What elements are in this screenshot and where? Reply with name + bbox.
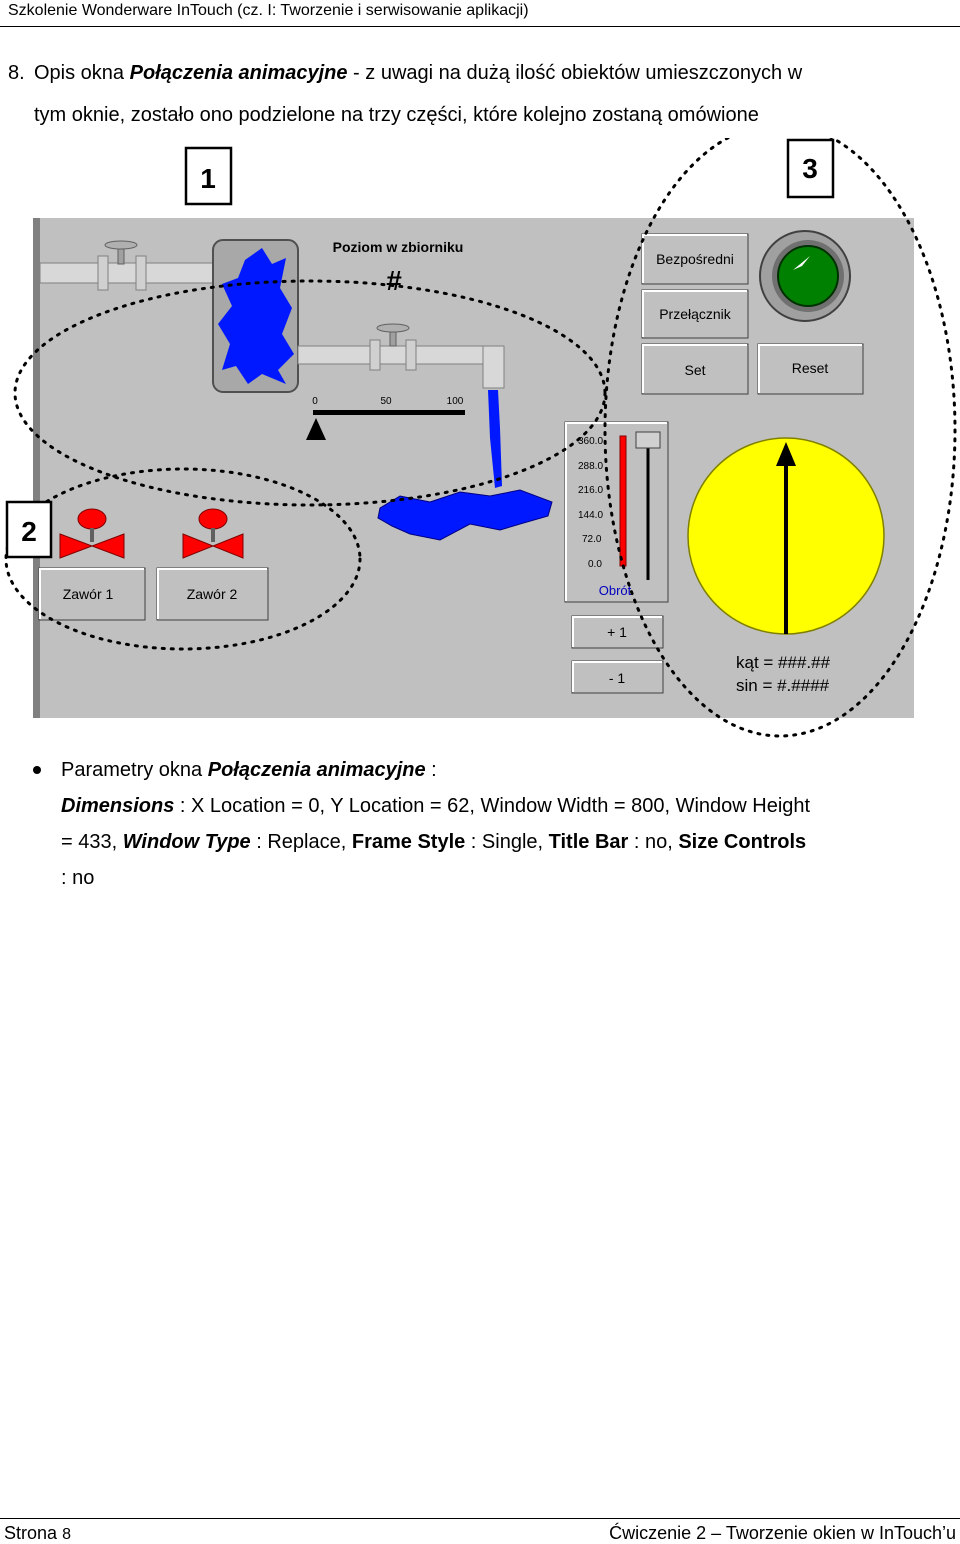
svg-text:Zawór 2: Zawór 2 [187, 586, 238, 602]
window-type-label: Window Type [122, 831, 251, 853]
slider-handle [635, 431, 661, 449]
scale-tick-50: 50 [380, 396, 392, 407]
frame-style-text: : Single, [465, 831, 549, 853]
footer-right: Ćwiczenie 2 – Tworzenie okien w InTouch’… [609, 1523, 956, 1543]
bullet-line-1: Parametry okna Połączenia animacyjne : [61, 752, 437, 788]
section-number: 8. [8, 62, 25, 84]
slider-level-bar [619, 435, 627, 567]
svg-text:3: 3 [802, 153, 818, 184]
title-bar-label: Title Bar [548, 831, 629, 853]
svg-text:Zawór 1: Zawór 1 [63, 586, 114, 602]
callout-2: 2 [5, 500, 53, 559]
outlet-pipe [297, 345, 494, 365]
title-bar-text: : no, [628, 831, 679, 853]
paragraph-line-1: Opis okna Połączenia animacyjne - z uwag… [34, 52, 802, 94]
level-pointer-icon [306, 418, 326, 440]
scale-tick-0: 0 [312, 396, 318, 407]
slider-tick: 360.0 [578, 436, 603, 447]
reset-button[interactable]: Reset [757, 343, 864, 395]
angle-dial [687, 437, 885, 635]
bullet-colon: : [425, 759, 437, 781]
footer-page-label: Strona [4, 1523, 58, 1543]
footer-left: Strona 8 [4, 1523, 71, 1544]
page-header: Szkolenie Wonderware InTouch (cz. I: Two… [0, 0, 960, 27]
height-value: = 433, [61, 831, 123, 853]
paragraph-text-2: - z uwagi na dużą ilość obiektów umieszc… [347, 62, 803, 84]
svg-text:- 1: - 1 [609, 670, 626, 686]
minus-one-button[interactable]: - 1 [571, 660, 664, 694]
callout-3: 3 [786, 138, 835, 199]
tank-title: Poziom w zbiorniku [333, 239, 464, 255]
page-footer: Strona 8 Ćwiczenie 2 – Tworzenie okien w… [0, 1518, 960, 1544]
direct-button[interactable]: Bezpośredni [641, 233, 749, 285]
slider-tick: 216.0 [578, 485, 603, 496]
dial-arrow-icon [776, 442, 796, 466]
bullet-line-3: = 433, Window Type : Replace, Frame Styl… [61, 824, 806, 860]
valve-handle-icon [104, 240, 138, 250]
svg-text:+ 1: + 1 [607, 624, 627, 640]
bullet-line-2: Dimensions : X Location = 0, Y Location … [61, 788, 810, 824]
footer-page-number: 8 [62, 1526, 71, 1543]
valve-2-button[interactable]: Zawór 2 [156, 567, 269, 621]
slider-tick: 144.0 [578, 510, 603, 521]
bullet-line-4: : no [61, 867, 95, 889]
indicator-light-icon [759, 230, 851, 322]
dimensions-text: : X Location = 0, Y Location = 62, Windo… [174, 795, 811, 817]
angle-readout: kąt = ###.## [736, 653, 831, 672]
svg-text:Przełącznik: Przełącznik [659, 306, 732, 322]
scale-tick-100: 100 [447, 396, 464, 407]
paragraph-line-2: tym oknie, zostało ono podzielone na trz… [34, 104, 759, 126]
sin-readout: sin = #.#### [736, 676, 830, 695]
tank-value: # [386, 265, 402, 296]
water-puddle [377, 489, 553, 541]
rotation-slider[interactable]: 360.0 288.0 216.0 144.0 72.0 0.0 Obrót [564, 421, 669, 603]
inlet-pipe [39, 262, 216, 284]
svg-text:1: 1 [200, 163, 216, 194]
window-screenshot-figure: Poziom w zbiorniku # 0 50 100 Zawór 1 Za… [0, 122, 960, 750]
bullet-icon [33, 766, 41, 774]
svg-text:2: 2 [21, 516, 37, 547]
toggle-button[interactable]: Przełącznik [641, 289, 749, 339]
dimensions-label: Dimensions [61, 795, 175, 817]
svg-text:Set: Set [684, 362, 705, 378]
valve-1-icon [59, 508, 125, 559]
svg-text:Bezpośredni: Bezpośredni [656, 251, 734, 267]
paragraph-text: Opis okna [34, 62, 130, 84]
window-type-text: : Replace, [250, 831, 352, 853]
size-controls-label: Size Controls [678, 831, 807, 853]
window-name: Połączenia animacyjne [129, 62, 348, 84]
region-2-outline [4, 467, 362, 651]
valve-1-button[interactable]: Zawór 1 [38, 567, 146, 621]
bullet-window-name: Połączenia animacyjne [207, 759, 426, 781]
region-1-outline [13, 279, 607, 507]
svg-text:Reset: Reset [792, 360, 829, 376]
frame-style-label: Frame Style [351, 831, 466, 853]
slider-tick: 288.0 [578, 461, 603, 472]
set-button[interactable]: Set [641, 343, 749, 395]
valve-2-icon [182, 508, 244, 559]
slider-tick: 0.0 [588, 559, 602, 570]
header-title: Szkolenie Wonderware InTouch (cz. I: Two… [8, 2, 529, 19]
valve-handle-icon-2 [376, 323, 410, 333]
plus-one-button[interactable]: + 1 [571, 615, 664, 649]
falling-water [488, 390, 502, 488]
level-scale-bar [313, 410, 465, 415]
bullet-intro: Parametry okna [61, 759, 208, 781]
slider-tick: 72.0 [582, 534, 602, 545]
callout-1: 1 [184, 146, 233, 206]
slider-label: Obrót [599, 583, 632, 598]
